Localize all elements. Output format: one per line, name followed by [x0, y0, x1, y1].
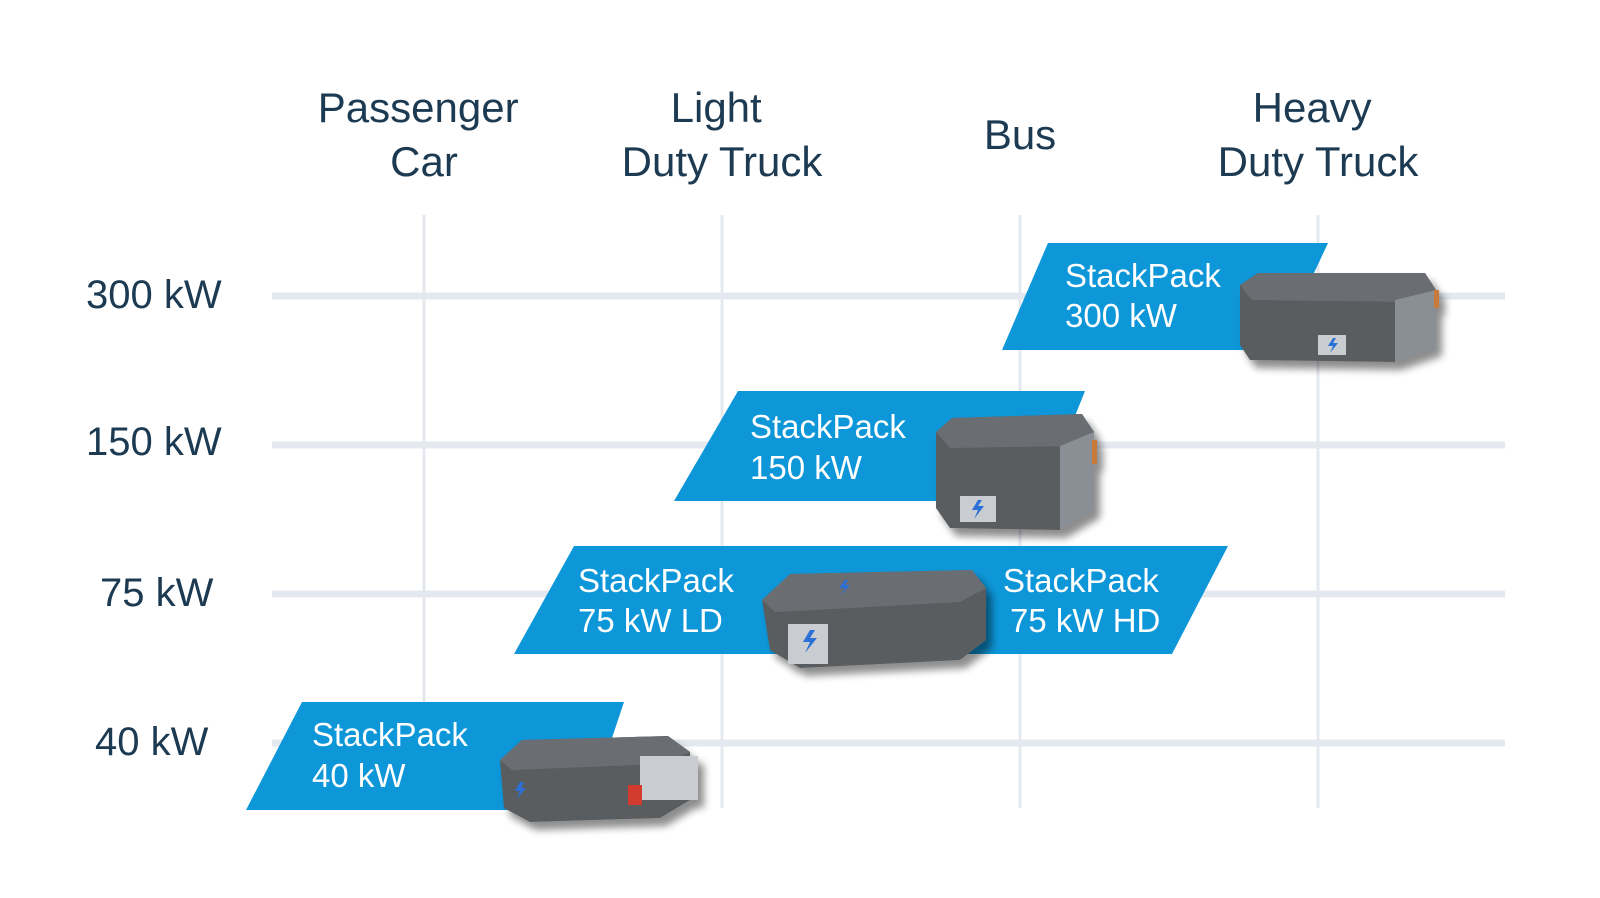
stackpack-75kw-unit-icon — [762, 570, 986, 668]
column-header-heavy-duty-truck: Heavy Duty Truck — [1218, 84, 1420, 185]
column-header-line: Light — [671, 84, 762, 131]
product-label-line: StackPack — [578, 562, 734, 599]
column-header-line: Duty Truck — [1218, 138, 1420, 185]
row-label-300kw: 300 kW — [86, 273, 222, 317]
product-label-line: 150 kW — [750, 449, 863, 486]
column-header-line: Duty Truck — [622, 138, 824, 185]
row-label-75kw: 75 kW — [100, 571, 214, 615]
product-label-line: StackPack — [1003, 562, 1159, 599]
row-labels: 300 kW 150 kW 75 kW 40 kW — [86, 273, 222, 764]
column-header-line: Car — [390, 138, 458, 185]
column-headers: Passenger Car Light Duty Truck Bus Heavy… — [318, 84, 1420, 185]
product-label-40kw: StackPack 40 kW — [312, 716, 477, 794]
product-label-line: 75 kW HD — [1010, 602, 1160, 639]
stackpack-300kw-unit-icon — [1240, 273, 1439, 362]
column-header-light-duty-truck: Light Duty Truck — [622, 84, 824, 185]
stackpack-40kw-unit-icon — [500, 736, 698, 822]
product-label-75kw-hd: StackPack 75 kW HD — [1003, 562, 1168, 639]
product-label-line: StackPack — [312, 716, 468, 753]
product-label-line: 40 kW — [312, 757, 406, 794]
column-header-line: Heavy — [1253, 84, 1372, 131]
column-header-passenger-car: Passenger Car — [318, 84, 530, 185]
column-header-line: Passenger — [318, 84, 519, 131]
product-labels: StackPack 300 kW StackPack 150 kW StackP… — [312, 257, 1230, 794]
row-label-40kw: 40 kW — [95, 720, 209, 764]
row-label-150kw: 150 kW — [86, 420, 222, 464]
product-label-line: StackPack — [750, 408, 906, 445]
column-header-bus: Bus — [984, 111, 1056, 158]
column-header-line: Bus — [984, 111, 1056, 158]
product-label-line: StackPack — [1065, 257, 1221, 294]
product-label-300kw: StackPack 300 kW — [1065, 257, 1230, 334]
stackpack-150kw-unit-icon — [936, 414, 1097, 530]
product-label-150kw: StackPack 150 kW — [750, 408, 915, 486]
product-label-line: 300 kW — [1065, 297, 1178, 334]
product-label-line: 75 kW LD — [578, 602, 723, 639]
product-label-75kw-ld: StackPack 75 kW LD — [578, 562, 743, 639]
